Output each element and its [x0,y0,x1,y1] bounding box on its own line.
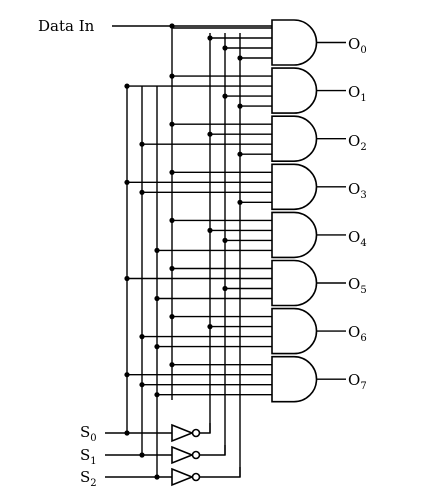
junction-dot [207,35,213,41]
junction-dot [169,73,175,79]
and-gate [271,163,318,211]
junction-dot [124,372,130,378]
junction-dot [139,452,145,458]
inverter-output-wire [199,467,241,478]
junction-dot [237,103,243,109]
junction-dot [169,217,175,223]
output-label-o6: O6 [348,323,367,344]
inverters [171,423,201,487]
select-label-s1: S1 [80,446,97,467]
junction-dot [154,344,160,350]
inverter-output-wire [199,445,226,456]
inverter [171,423,195,443]
junction-dot [222,237,228,243]
junction-dot [169,362,175,368]
inverter [171,467,195,487]
junction-dot [207,227,213,233]
and-gate [271,115,318,162]
select-label-s2: S2 [80,468,97,489]
select-label-s0: S0 [80,423,97,444]
junction-dot [154,474,160,480]
junction-dot [222,93,228,99]
output-label-o7: O7 [348,371,367,392]
junction-dot [124,430,130,436]
junction-dot [169,314,175,320]
and-gate [271,355,318,403]
junction-dots [124,23,243,480]
junction-dot [139,141,145,147]
output-label-o0: O0 [348,35,367,56]
junction-dot [169,23,175,29]
output-label-o5: O5 [348,275,367,296]
junction-dot [124,179,130,185]
data-in-label: Data In [38,17,95,35]
junction-dot [222,45,228,51]
junction-dot [237,199,243,205]
and-gate [271,19,318,66]
junction-dot [124,275,130,282]
inverter-bubble [191,472,201,482]
junction-dot [222,285,228,292]
inverter-output-wire [199,423,211,434]
and-gate [271,307,318,355]
and-gate [271,211,318,259]
and-gates [271,19,318,403]
wiring [105,25,346,478]
output-label-o3: O3 [348,180,367,201]
inverter-bubble [191,450,201,460]
junction-dot [154,247,160,253]
junction-dot [154,295,160,302]
output-label-o4: O4 [348,228,367,249]
output-label-o1: O1 [348,83,367,104]
inverter [171,445,195,465]
junction-dot [237,55,243,61]
junction-dot [207,131,213,137]
junction-dot [124,83,130,89]
junction-dot [169,169,175,175]
and-gate [271,67,318,114]
junction-dot [169,121,175,127]
and-gate [271,259,318,307]
junction-dot [207,324,213,330]
junction-dot [139,189,145,195]
junction-dot [169,265,175,272]
output-label-o2: O2 [348,132,367,153]
inverter-bubble [191,428,201,438]
junction-dot [154,392,160,398]
junction-dot [237,151,243,157]
junction-dot [139,334,145,340]
junction-dot [139,382,145,388]
